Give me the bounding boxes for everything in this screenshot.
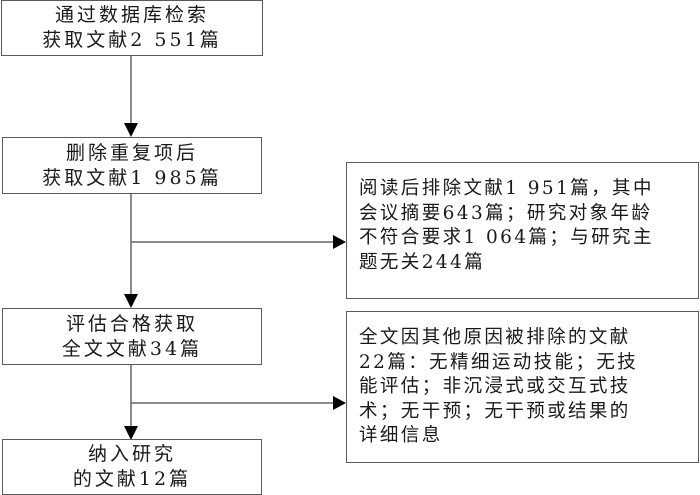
arrowhead-down-1 <box>124 123 138 137</box>
exclusion-screening: 阅读后排除文献1 951篇，其中 会议摘要643篇；研究对象年龄 不符合要求1 … <box>346 162 699 299</box>
exclusion-line: 题无关244篇 <box>359 251 486 273</box>
arrowhead-down-2 <box>124 294 138 308</box>
step-deduplicated: 删除重复项后 获取文献1 985篇 <box>2 137 262 194</box>
step-line: 纳入研究 <box>87 443 176 465</box>
step-database-search: 通过数据库检索 获取文献2 551篇 <box>1 0 263 56</box>
arrowhead-right-2 <box>333 396 346 410</box>
exclusion-line: 术；无干预；无干预或结果的 <box>359 400 631 422</box>
arrowhead-right-1 <box>333 235 346 249</box>
step-line: 评估合格获取 <box>65 312 198 335</box>
exclusion-line: 能评估；非沉浸式或交互式技 <box>359 376 631 397</box>
step-line: 的文献12篇 <box>72 468 192 490</box>
arrowhead-down-3 <box>124 426 138 440</box>
exclusion-fulltext: 全文因其他原因被排除的文献 22篇：无精细运动技能；无技 能评估；非沉浸式或交互… <box>346 311 699 463</box>
step-line: 获取文献1 985篇 <box>42 166 222 189</box>
step-line: 删除重复项后 <box>65 141 198 164</box>
exclusion-line: 阅读后排除文献1 951篇，其中 <box>359 178 654 199</box>
step-fulltext-assessed: 评估合格获取 全文文献34篇 <box>2 308 262 365</box>
exclusion-line: 详细信息 <box>359 425 443 446</box>
step-included: 纳入研究 的文献12篇 <box>2 439 262 495</box>
exclusion-line: 不符合要求1 064篇；与研究主 <box>359 227 654 248</box>
step-line: 全文文献34篇 <box>61 337 203 360</box>
exclusion-line: 22篇：无精细运动技能；无技 <box>359 351 639 373</box>
step-line: 通过数据库检索 <box>54 4 209 26</box>
step-line: 获取文献2 551篇 <box>42 29 222 51</box>
exclusion-line: 全文因其他原因被排除的文献 <box>359 327 631 348</box>
exclusion-line: 会议摘要643篇；研究对象年龄 <box>359 202 653 224</box>
